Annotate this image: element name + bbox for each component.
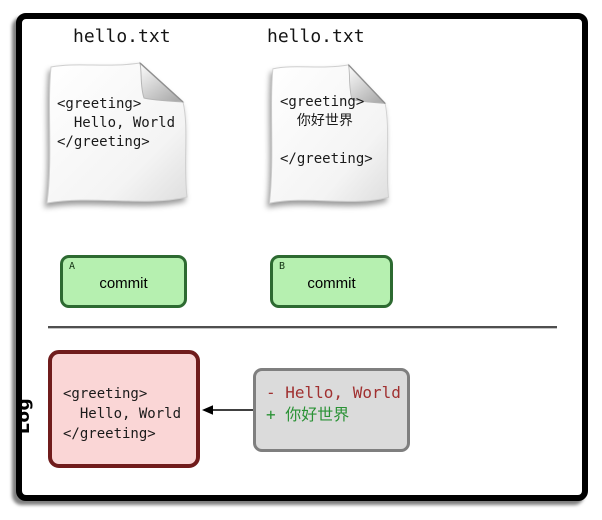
paper-sheet-shape	[46, 61, 188, 204]
commit-button-b[interactable]: B commit	[270, 255, 393, 308]
paper-sheet-shape	[269, 63, 389, 204]
commit-button-label: commit	[99, 274, 148, 292]
commit-button-label: commit	[307, 274, 356, 292]
document-icon-right: <greeting> 你好世界 </greeting>	[261, 57, 397, 215]
log-entry-box: <greeting> Hello, World </greeting>	[48, 350, 200, 468]
diff-removed-line: - Hello, World	[266, 383, 401, 402]
document-content-right: <greeting> 你好世界 </greeting>	[280, 94, 373, 167]
commit-id-label: B	[279, 261, 286, 272]
section-divider	[48, 326, 557, 328]
diff-box: - Hello, World + 你好世界	[253, 368, 410, 452]
file-title-left: hello.txt	[73, 26, 171, 47]
document-content-left: <greeting> Hello, World </greeting>	[57, 96, 176, 150]
log-section-label: Log	[14, 397, 34, 435]
arrow-left-icon	[202, 405, 254, 415]
diff-added-line: + 你好世界	[266, 405, 350, 424]
log-entry-content: <greeting> Hello, World </greeting>	[63, 386, 182, 442]
file-title-right: hello.txt	[267, 26, 365, 47]
document-icon-left: <greeting> Hello, World </greeting>	[37, 55, 197, 215]
commit-id-label: A	[69, 261, 76, 272]
commit-button-a[interactable]: A commit	[60, 255, 187, 308]
